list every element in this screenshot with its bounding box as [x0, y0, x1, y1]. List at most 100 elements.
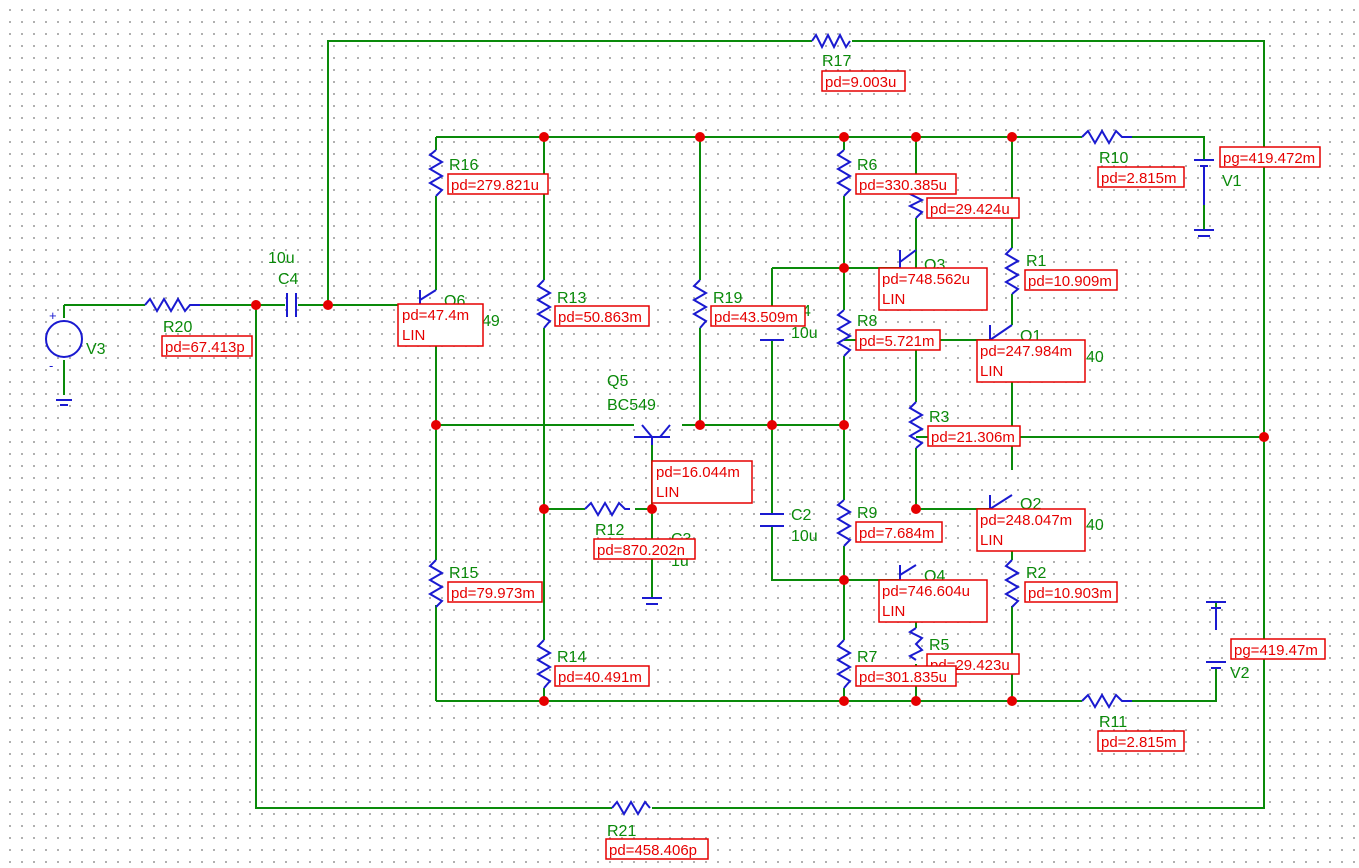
junction-node: [911, 504, 921, 514]
junction-node: [539, 132, 549, 142]
annotation-r1: pd=10.909m: [1024, 269, 1118, 291]
v3-plus-sign: +: [49, 308, 57, 323]
label-r8: R8: [857, 313, 878, 330]
annotation-v1: pg=419.472m: [1219, 146, 1321, 168]
source-symbol-v3: [45, 320, 83, 358]
label-q1-model-partial: 40: [1086, 349, 1104, 366]
svg-text:pd=330.385u: pd=330.385u: [859, 177, 947, 194]
svg-text:pd=748.562u: pd=748.562u: [882, 271, 970, 288]
annotation-r17: pd=9.003u: [821, 70, 906, 92]
svg-text:pd=7.684m: pd=7.684m: [859, 525, 934, 542]
junction-node: [1259, 432, 1269, 442]
svg-text:pd=79.973m: pd=79.973m: [451, 585, 535, 602]
transistor-symbol-q5: [634, 424, 671, 445]
label-r6: R6: [857, 157, 878, 174]
label-r7: R7: [857, 649, 878, 666]
junction-node: [839, 263, 849, 273]
battery-symbol-v1: [1194, 159, 1214, 237]
annotation-r13: pd=50.863m: [554, 305, 650, 327]
svg-text:pd=248.047m: pd=248.047m: [980, 512, 1072, 529]
junction-node: [1007, 696, 1017, 706]
resistor-symbol-r19: [692, 279, 708, 329]
label-r10: R10: [1099, 150, 1128, 167]
resistor-symbol-r12: [584, 501, 630, 517]
label-r5: R5: [929, 637, 950, 654]
svg-text:pd=746.604u: pd=746.604u: [882, 583, 970, 600]
svg-text:pd=10.903m: pd=10.903m: [1028, 585, 1112, 602]
svg-text:pd=247.984m: pd=247.984m: [980, 343, 1072, 360]
label-c1-partial: 4: [802, 303, 811, 320]
resistor-symbol-r15: [428, 559, 444, 608]
resistor-symbol-r10: [1081, 129, 1132, 145]
label-c1-value: 10u: [791, 325, 818, 342]
label-r12: R12: [595, 522, 624, 539]
junction-node: [539, 696, 549, 706]
junction-node: [911, 696, 921, 706]
component-symbols: [45, 32, 1226, 816]
v3-minus-sign: -: [49, 358, 53, 373]
svg-text:pd=870.202n: pd=870.202n: [597, 542, 685, 559]
annotation-r14: pd=40.491m: [554, 665, 650, 687]
resistor-symbol-r8: [836, 309, 852, 357]
label-r16: R16: [449, 157, 478, 174]
label-r17: R17: [822, 53, 851, 70]
junction-node: [839, 696, 849, 706]
svg-text:pd=29.424u: pd=29.424u: [930, 201, 1010, 218]
label-r2: R2: [1026, 565, 1047, 582]
annotation-q3-emitter: pd=29.424u: [926, 197, 1020, 219]
svg-text:pd=40.491m: pd=40.491m: [558, 669, 642, 686]
capacitor-symbol-c4: [286, 293, 297, 317]
wires: [63, 40, 1265, 809]
annotation-r10: pd=2.815m: [1097, 166, 1185, 188]
annotation-r20: pd=67.413p: [161, 335, 253, 357]
annotation-r19: pd=43.509m: [710, 305, 806, 327]
label-r21: R21: [607, 823, 636, 840]
svg-text:pd=50.863m: pd=50.863m: [558, 309, 642, 326]
label-c2-value: 10u: [791, 528, 818, 545]
label-q5: Q5: [607, 373, 628, 390]
ground-symbol: [642, 597, 662, 605]
battery-symbol-v2: [1206, 601, 1226, 669]
annotation-r21: pd=458.406p: [605, 838, 709, 860]
junction-node: [323, 300, 333, 310]
svg-text:pd=9.003u: pd=9.003u: [825, 74, 896, 91]
junction-node: [695, 420, 705, 430]
label-q5-model: BC549: [607, 397, 656, 414]
junction-node: [767, 420, 777, 430]
label-r11: R11: [1099, 714, 1127, 731]
resistor-symbol-r20: [144, 297, 200, 313]
resistor-symbol-r16: [428, 149, 444, 197]
label-q2-model-partial: 40: [1086, 517, 1104, 534]
capacitor-symbol-c2: [760, 513, 784, 527]
svg-text:pd=301.835u: pd=301.835u: [859, 669, 947, 686]
svg-text:LIN: LIN: [980, 363, 1003, 380]
junction-node: [839, 575, 849, 585]
label-r19: R19: [713, 290, 742, 307]
label-r3: R3: [929, 409, 950, 426]
annotation-r2: pd=10.903m: [1024, 581, 1118, 603]
junction-node: [695, 132, 705, 142]
annotation-r6: pd=330.385u: [855, 173, 957, 195]
junction-node: [251, 300, 261, 310]
annotation-r7: pd=301.835u: [855, 665, 957, 687]
resistor-symbol-r6: [836, 149, 852, 197]
svg-text:pd=10.909m: pd=10.909m: [1028, 273, 1112, 290]
svg-text:pd=5.721m: pd=5.721m: [859, 333, 934, 350]
resistor-symbol-r13: [536, 279, 552, 329]
svg-text:LIN: LIN: [980, 532, 1003, 549]
svg-text:LIN: LIN: [402, 327, 425, 344]
annotation-r9: pd=7.684m: [855, 521, 943, 543]
svg-text:pd=43.509m: pd=43.509m: [714, 309, 798, 326]
label-r20: R20: [163, 319, 192, 336]
label-v2: V2: [1230, 665, 1250, 682]
annotation-r11: pd=2.815m: [1097, 730, 1185, 752]
probe-annotations: pd=9.003u pd=279.821u pd=330.385u pd=2.8…: [161, 70, 1326, 860]
annotation-r15: pd=79.973m: [447, 581, 543, 603]
junction-node: [839, 420, 849, 430]
